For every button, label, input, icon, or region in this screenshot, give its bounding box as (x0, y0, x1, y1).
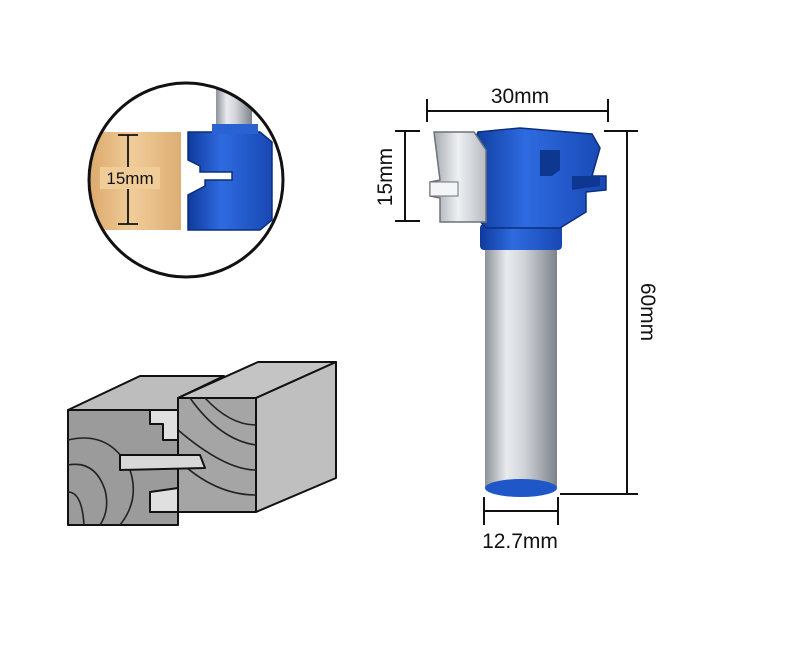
tongue-profile (119, 454, 206, 471)
inset-detail: 15mm (87, 81, 285, 279)
carbide-tip (429, 131, 487, 223)
inset-groove-label: 15mm (106, 169, 153, 188)
cutting-height-label: 15mm (374, 148, 397, 206)
shank (485, 246, 557, 488)
joint-illustration (67, 361, 337, 526)
dimension-lines (395, 99, 638, 525)
shank-diameter-label: 12.7mm (482, 530, 558, 553)
collar (480, 224, 562, 250)
inset-cutter-body (187, 131, 273, 231)
total-length-label: 60mm (636, 283, 659, 341)
width-label: 30mm (491, 85, 549, 108)
shank-end-cap (485, 479, 557, 497)
right-board-end (177, 397, 257, 513)
router-bit (429, 127, 607, 497)
